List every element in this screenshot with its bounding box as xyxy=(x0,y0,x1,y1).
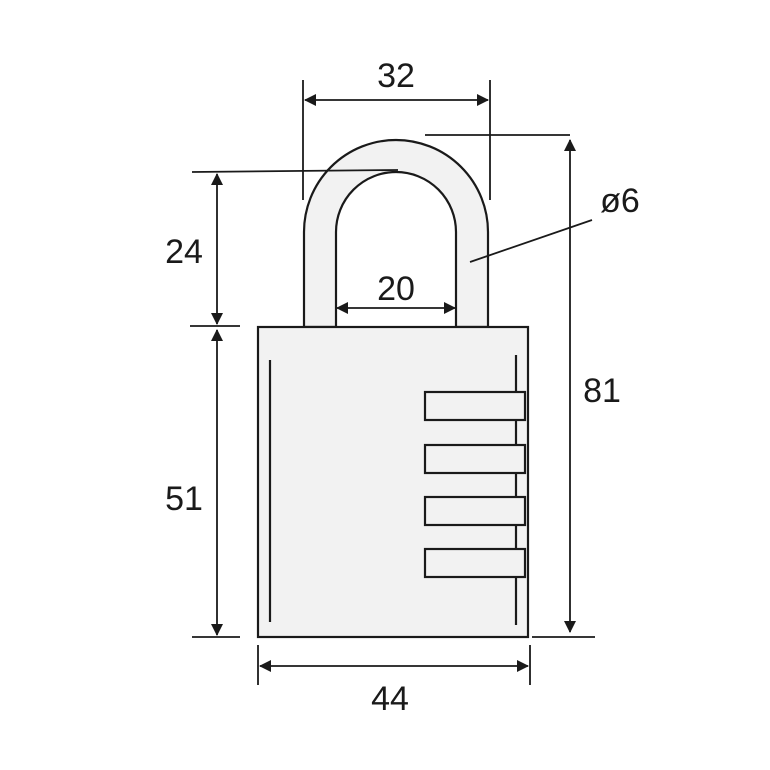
combination-wheels xyxy=(423,390,527,579)
dimension-lines xyxy=(190,80,595,685)
padlock-shackle xyxy=(302,138,490,329)
combination-wheel xyxy=(423,390,527,422)
extension-line-24-top xyxy=(191,169,399,173)
dimension-label-81: 81 xyxy=(583,372,621,410)
padlock-drawing xyxy=(256,138,530,639)
dimension-label-24: 24 xyxy=(165,233,203,271)
dimension-label-32: 32 xyxy=(377,57,415,95)
leader-line-diameter xyxy=(469,219,593,263)
combination-wheel xyxy=(423,443,527,475)
dimension-label-diameter: ø6 xyxy=(600,182,640,220)
padlock-body xyxy=(256,325,530,639)
dimension-label-20: 20 xyxy=(377,270,415,308)
combination-wheel xyxy=(423,495,527,527)
combination-wheel xyxy=(423,547,527,579)
dimension-label-44: 44 xyxy=(371,680,409,718)
dimension-label-51: 51 xyxy=(165,480,203,518)
dimension-labels: 32 20 24 ø6 81 51 44 xyxy=(165,57,640,718)
